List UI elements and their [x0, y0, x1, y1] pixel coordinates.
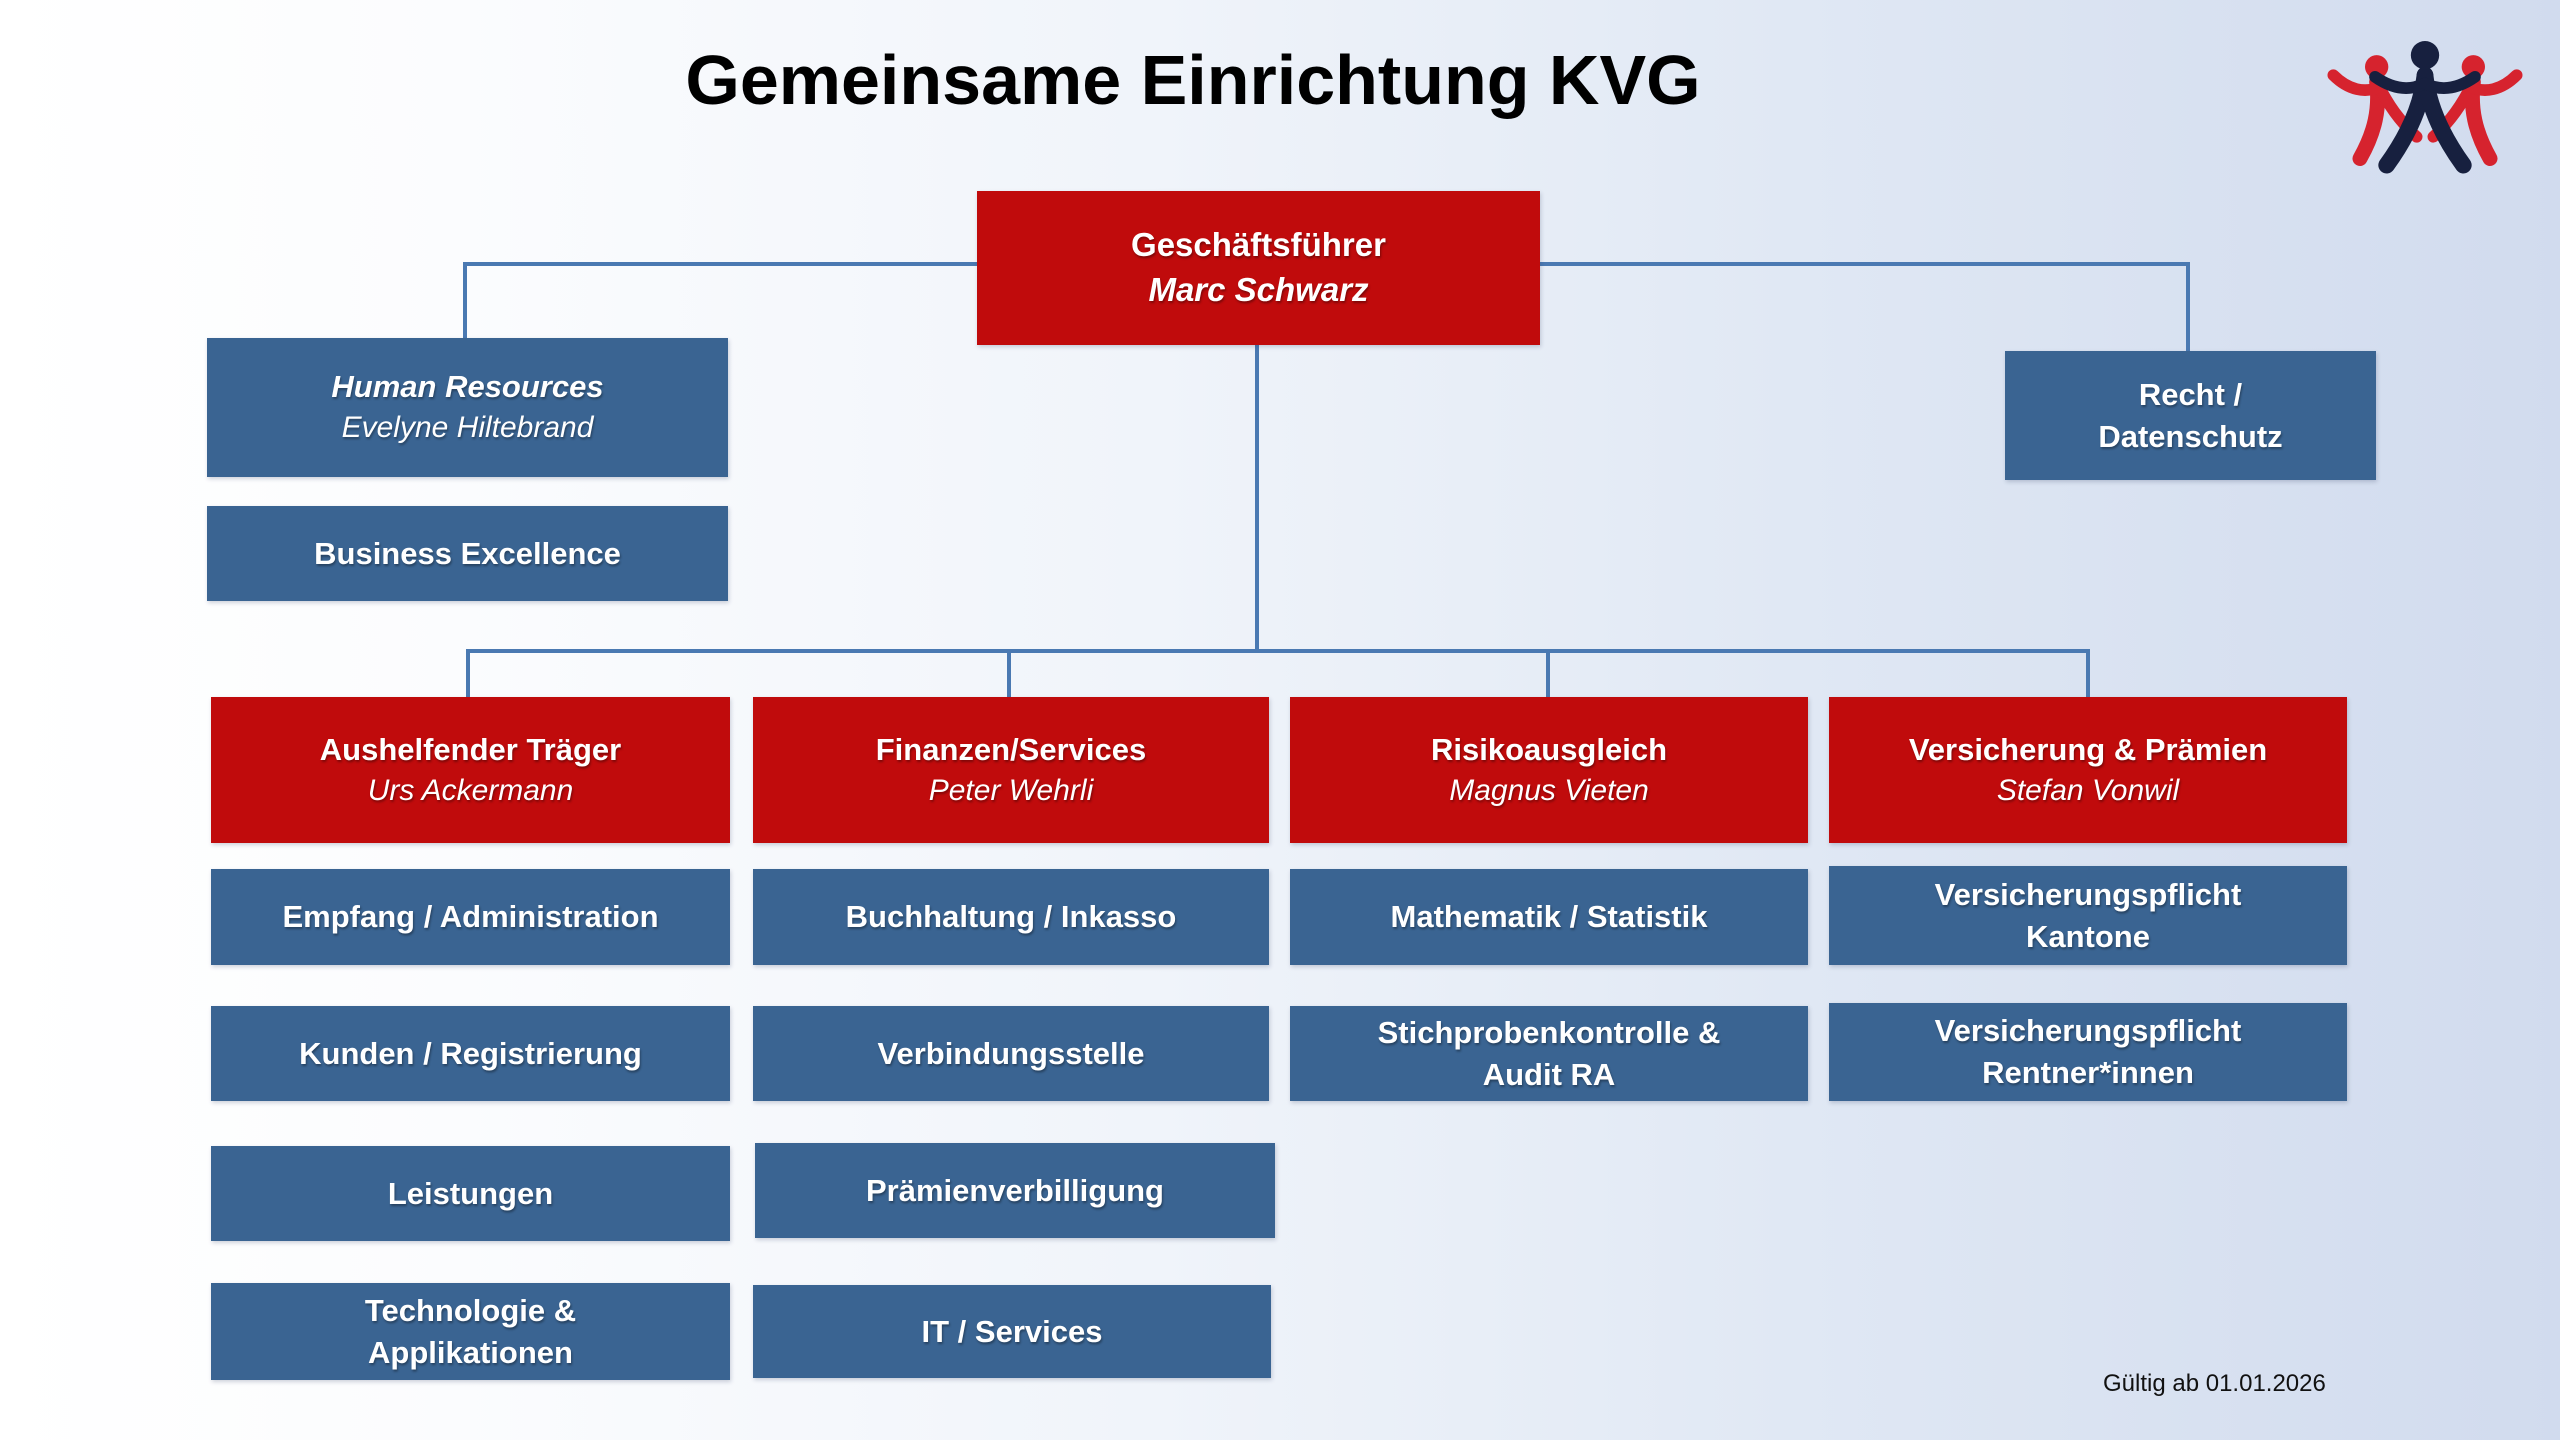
box-unit-versicherungspflicht-rentner: Versicherungspflicht Rentner*innen [1829, 1003, 2347, 1101]
dept-3-title: Risikoausgleich [1430, 731, 1668, 767]
connector-drop-recht [2186, 262, 2190, 353]
box-human-resources: Human Resources Evelyne Hiltebrand [207, 338, 728, 477]
unit-label: Stichprobenkontrolle & Audit RA [1377, 1014, 1721, 1092]
company-logo-icon [2325, 35, 2525, 210]
connector-drop-hr [463, 262, 467, 340]
box-unit-empfang-administration: Empfang / Administration [211, 869, 730, 965]
box-unit-it-services: IT / Services [753, 1285, 1271, 1378]
ceo-name: Marc Schwarz [1148, 271, 1369, 308]
connector-top-left [465, 262, 977, 266]
box-unit-kunden-registrierung: Kunden / Registrierung [211, 1006, 730, 1101]
dept-3-name: Magnus Vieten [1449, 773, 1649, 807]
dept-1-title: Aushelfender Träger [319, 731, 622, 767]
box-dept-aushelfender-traeger: Aushelfender Träger Urs Ackermann [211, 697, 730, 843]
dept-1-name: Urs Ackermann [367, 773, 574, 807]
unit-label: Buchhaltung / Inkasso [845, 899, 1177, 935]
hr-title: Human Resources [331, 369, 604, 405]
unit-label: IT / Services [921, 1313, 1103, 1349]
connector-ceo-stem [1255, 345, 1259, 653]
box-unit-praemienverbilligung: Prämienverbilligung [755, 1143, 1275, 1238]
box-unit-mathematik-statistik: Mathematik / Statistik [1290, 869, 1808, 965]
box-business-excellence: Business Excellence [207, 506, 728, 601]
box-recht-datenschutz: Recht / Datenschutz [2005, 351, 2376, 480]
dept-4-title: Versicherung & Prämien [1908, 731, 2268, 767]
box-unit-versicherungspflicht-kantone: Versicherungspflicht Kantone [1829, 866, 2347, 965]
box-geschaeftsfuehrer: Geschäftsführer Marc Schwarz [977, 191, 1540, 345]
connector-drop-dept-4 [2086, 649, 2090, 699]
box-dept-versicherung-praemien: Versicherung & Prämien Stefan Vonwil [1829, 697, 2347, 843]
connector-branch [466, 649, 2090, 653]
unit-label: Versicherungspflicht Kantone [1934, 876, 2242, 954]
unit-label: Technologie & Applikationen [364, 1292, 577, 1370]
box-dept-finanzen-services: Finanzen/Services Peter Wehrli [753, 697, 1269, 843]
unit-label: Versicherungspflicht Rentner*innen [1934, 1013, 2242, 1090]
dept-4-name: Stefan Vonwil [1996, 773, 2180, 807]
unit-label: Kunden / Registrierung [299, 1035, 642, 1071]
connector-drop-dept-1 [466, 649, 470, 699]
unit-label: Leistungen [387, 1175, 554, 1211]
box-unit-technologie-applikationen: Technologie & Applikationen [211, 1283, 730, 1380]
connector-drop-dept-2 [1007, 649, 1011, 699]
hr-name: Evelyne Hiltebrand [341, 411, 594, 445]
recht-title: Recht / Datenschutz [2098, 376, 2283, 454]
box-unit-stichprobenkontrolle-audit: Stichprobenkontrolle & Audit RA [1290, 1006, 1808, 1101]
unit-label: Empfang / Administration [282, 899, 659, 935]
connector-top-right [1540, 262, 2190, 266]
box-unit-leistungen: Leistungen [211, 1146, 730, 1241]
box-unit-verbindungsstelle: Verbindungsstelle [753, 1006, 1269, 1101]
dept-2-name: Peter Wehrli [928, 773, 1094, 807]
box-unit-buchhaltung-inkasso: Buchhaltung / Inkasso [753, 869, 1269, 965]
dept-2-title: Finanzen/Services [875, 731, 1147, 767]
box-dept-risikoausgleich: Risikoausgleich Magnus Vieten [1290, 697, 1808, 843]
connector-drop-dept-3 [1546, 649, 1550, 699]
ceo-role: Geschäftsführer [1131, 226, 1386, 264]
unit-label: Verbindungsstelle [877, 1035, 1145, 1071]
unit-label: Mathematik / Statistik [1390, 899, 1708, 935]
page-title: Gemeinsame Einrichtung KVG [685, 41, 1701, 119]
unit-label: Prämienverbilligung [865, 1172, 1164, 1208]
business-excellence-title: Business Excellence [314, 535, 621, 571]
valid-from-note: Gültig ab 01.01.2026 [2103, 1370, 2326, 1397]
